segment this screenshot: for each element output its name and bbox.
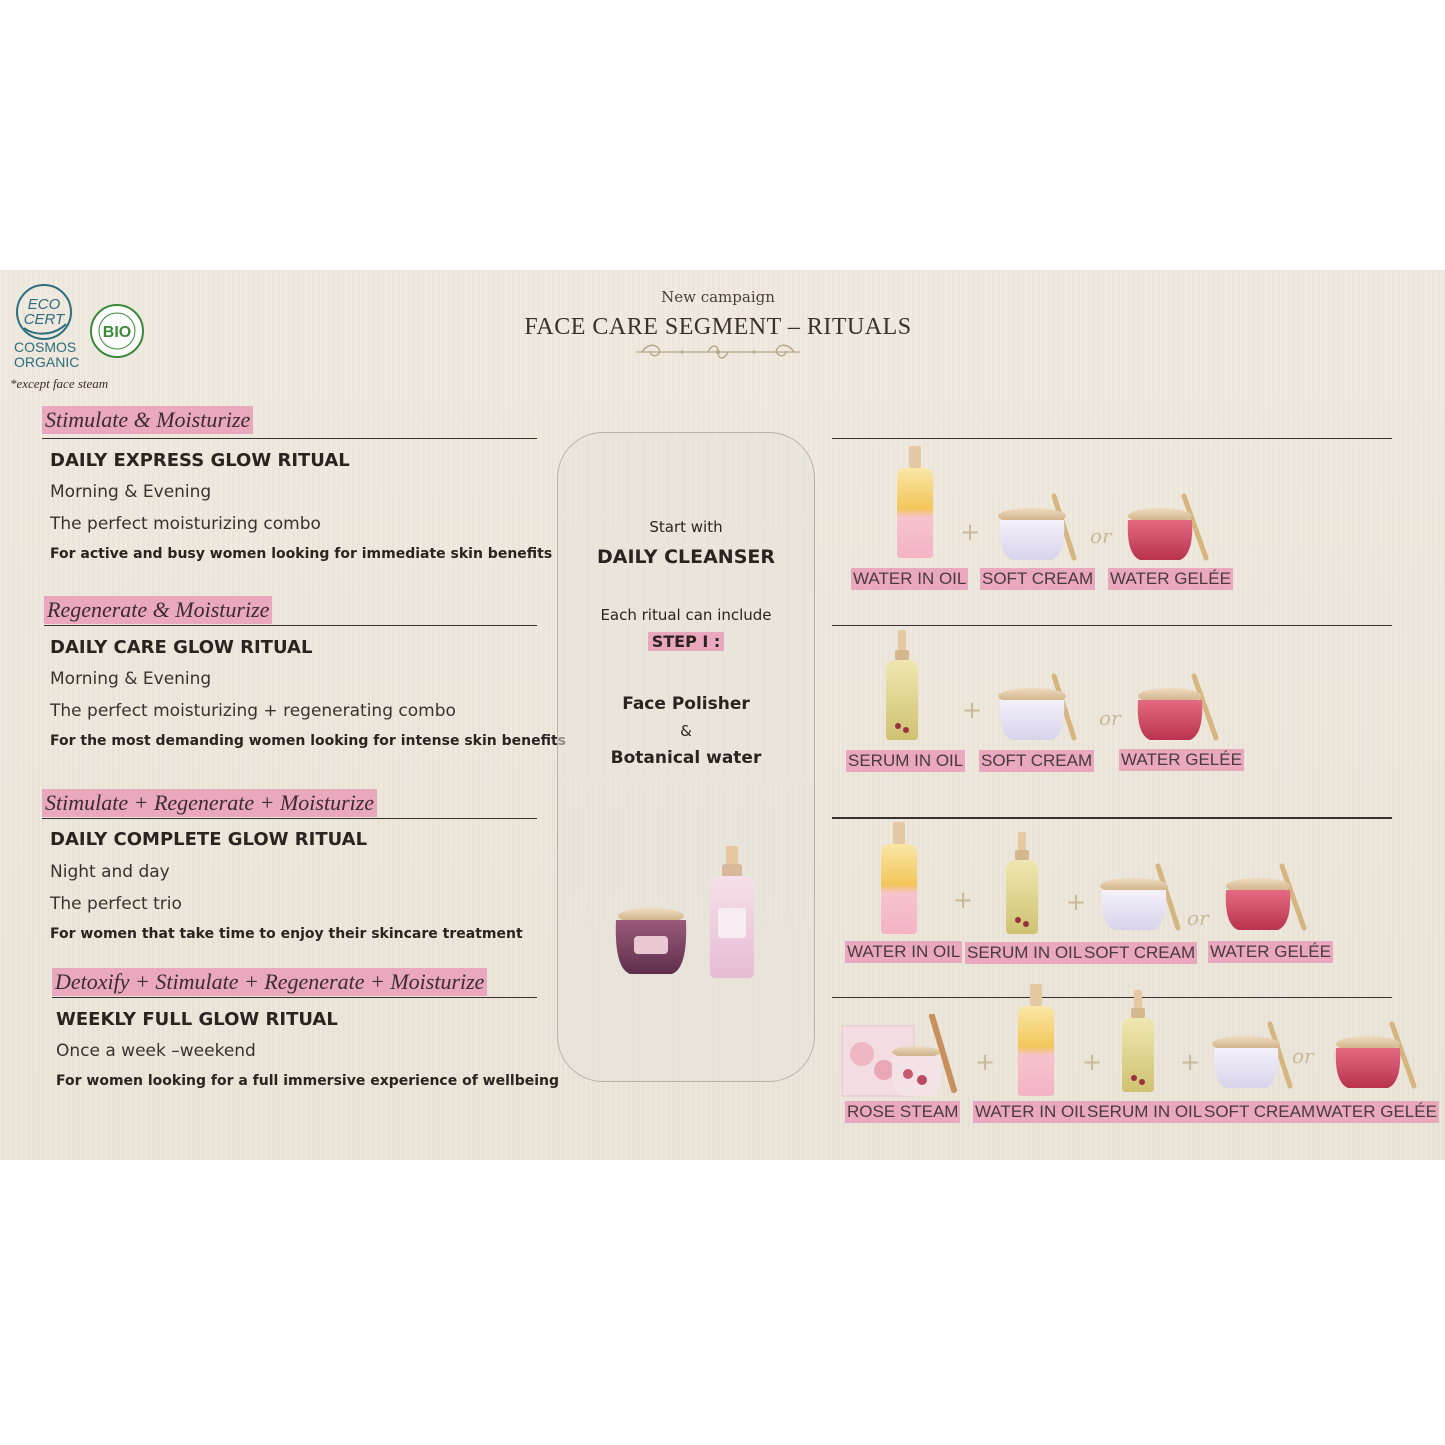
row-1-rule (832, 438, 1392, 439)
ritual-4-name: WEEKLY FULL GLOW RITUAL (56, 1009, 338, 1030)
soft-cream-jar-icon (1100, 863, 1181, 931)
soft-cream-jar-icon (998, 493, 1077, 561)
card-step-badge: STEP I : (647, 632, 725, 651)
ritual-4-line-3: For women looking for a full immersive e… (56, 1073, 560, 1089)
soft-cream-jar-icon (998, 673, 1077, 741)
card-start-with: Start with (649, 518, 723, 536)
row-1-or: or (1090, 524, 1112, 548)
row-4-or: or (1292, 1044, 1314, 1068)
row-4-label-5: WATER GELÉE (1314, 1101, 1439, 1123)
botanical-water-bottle-icon (710, 846, 754, 978)
ecocert-logo-icon: ECO CERT (16, 284, 72, 340)
water-in-oil-bottle-icon (897, 446, 933, 558)
ecocert-eco-text: ECO (28, 296, 61, 313)
row-4-label-1: ROSE STEAM (845, 1101, 961, 1123)
row-4-label-3: SERUM IN OIL (1085, 1101, 1205, 1123)
row-4-plus-3: + (1180, 1048, 1201, 1076)
card-step-wrap: STEP I : (557, 632, 815, 651)
row-4-label-4: SOFT CREAM (1202, 1101, 1318, 1123)
card-daily-cleanser: DAILY CLEANSER (597, 546, 775, 568)
row-2-label-2: SOFT CREAM (979, 750, 1095, 772)
ritual-4-rule (52, 997, 537, 998)
ritual-1-name: DAILY EXPRESS GLOW RITUAL (50, 450, 350, 471)
rose-steam-box-icon (841, 1014, 957, 1097)
row-2-rule (832, 625, 1392, 626)
card-ampersand: & (680, 722, 692, 740)
ritual-3-line-2: The perfect trio (50, 894, 182, 914)
row-2-or: or (1099, 706, 1121, 730)
bio-logo-icon: BIO (90, 304, 144, 358)
row-2-label-3: WATER GELÉE (1119, 749, 1244, 771)
water-in-oil-bottle-icon (1018, 984, 1054, 1096)
row-1-plus-1: + (960, 518, 981, 546)
water-in-oil-bottle-icon (881, 822, 917, 934)
water-gelee-jar-icon (1335, 1021, 1417, 1089)
slide-subtitle: New campaign (661, 288, 775, 306)
ritual-2-name: DAILY CARE GLOW RITUAL (50, 637, 313, 658)
bio-logo-text: BIO (103, 324, 131, 341)
card-face-polisher: Face Polisher (622, 694, 750, 714)
ritual-2-line-1: Morning & Evening (50, 669, 212, 689)
ritual-1-line-3: For active and busy women looking for im… (50, 546, 553, 562)
face-polisher-jar-icon (615, 908, 687, 974)
row-3-label-3: SOFT CREAM (1082, 942, 1198, 964)
row-3-label-1: WATER IN OIL (845, 941, 963, 963)
ritual-3-name: DAILY COMPLETE GLOW RITUAL (50, 829, 368, 850)
row-3-label-2: SERUM IN OIL (965, 942, 1085, 964)
water-gelee-jar-icon (1137, 673, 1219, 741)
row-4-label-2: WATER IN OIL (973, 1101, 1091, 1123)
serum-in-oil-bottle-icon (1122, 990, 1154, 1092)
card-each-ritual: Each ritual can include (600, 606, 772, 624)
serum-in-oil-bottle-icon (886, 630, 918, 740)
row-4-plus-1: + (975, 1048, 996, 1076)
ritual-2-line-2: The perfect moisturizing + regenerating … (50, 701, 456, 721)
ecocert-cert-text: CERT (24, 311, 66, 328)
ritual-3-line-3: For women that take time to enjoy their … (50, 926, 523, 942)
row-3-plus-2: + (1066, 888, 1087, 916)
ritual-4-line-1: Once a week –weekend (56, 1041, 256, 1061)
slide: New campaign FACE CARE SEGMENT – RITUALS… (0, 270, 1445, 1160)
row-2-plus-1: + (962, 696, 983, 724)
serum-in-oil-bottle-icon (1006, 832, 1038, 934)
ritual-4-tag: Detoxify + Stimulate + Regenerate + Mois… (52, 968, 488, 996)
except-note: *except face steam (10, 376, 109, 391)
row-3-rule (832, 817, 1392, 819)
ritual-1-line-1: Morning & Evening (50, 482, 212, 502)
row-4-plus-2: + (1082, 1048, 1103, 1076)
row-1-label-2: SOFT CREAM (980, 568, 1096, 590)
ritual-3-tag: Stimulate + Regenerate + Moisturize (42, 789, 378, 817)
cosmos-line-2: ORGANIC (14, 354, 80, 370)
ritual-1-line-2: The perfect moisturizing combo (50, 514, 321, 534)
ritual-2-rule (44, 625, 537, 626)
ritual-3-rule (42, 818, 537, 819)
slide-title: FACE CARE SEGMENT – RITUALS (524, 314, 912, 340)
ritual-3-line-1: Night and day (50, 862, 170, 882)
water-gelee-jar-icon (1225, 863, 1307, 931)
ritual-1-tag: Stimulate & Moisturize (42, 406, 254, 434)
card-botanical-water: Botanical water (610, 748, 762, 768)
ornament-divider-icon (636, 344, 800, 359)
ritual-2-tag: Regenerate & Moisturize (44, 596, 273, 624)
ritual-2-line-3: For the most demanding women looking for… (50, 733, 566, 749)
soft-cream-jar-icon (1212, 1021, 1293, 1089)
cosmos-line-1: COSMOS (14, 339, 77, 355)
row-3-plus-1: + (953, 886, 974, 914)
cleanser-card (557, 432, 815, 1082)
row-3-label-4: WATER GELÉE (1208, 941, 1333, 963)
cosmos-organic-label: COSMOS ORGANIC (14, 340, 79, 370)
ritual-1-rule (42, 438, 537, 439)
row-2-label-1: SERUM IN OIL (846, 750, 966, 772)
water-gelee-jar-icon (1127, 493, 1209, 561)
row-1-label-1: WATER IN OIL (851, 568, 969, 590)
row-3-or: or (1187, 906, 1209, 930)
row-1-label-3: WATER GELÉE (1108, 568, 1233, 590)
row-4-rule (832, 997, 1392, 998)
